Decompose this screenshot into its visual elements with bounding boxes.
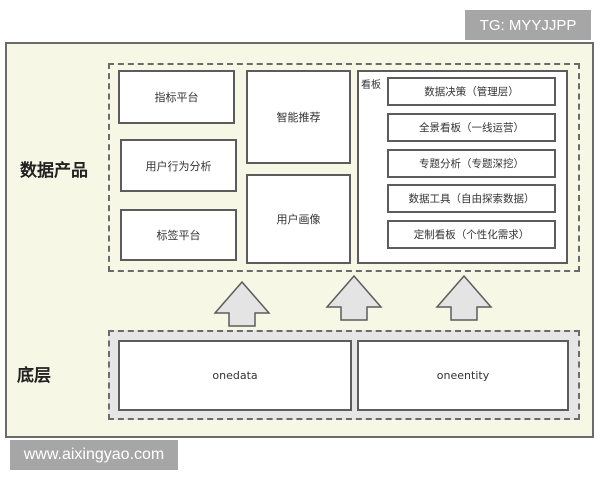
kanban-item-panorama: 全景看板（一线运营） xyxy=(387,113,556,142)
kanban-item-custom: 定制看板（个性化需求） xyxy=(387,220,556,249)
arrow-up-icon xyxy=(325,275,383,321)
product-layer-container xyxy=(108,63,580,272)
box-oneentity: oneentity xyxy=(357,340,569,411)
box-smart-recommendation: 智能推荐 xyxy=(246,70,351,164)
box-metrics-platform: 指标平台 xyxy=(118,70,235,124)
box-user-profile: 用户画像 xyxy=(246,174,351,264)
box-user-behavior-analysis: 用户行为分析 xyxy=(120,139,237,192)
kanban-item-data-tools: 数据工具（自由探索数据） xyxy=(387,184,556,213)
box-tag-platform: 标签平台 xyxy=(120,209,237,261)
kanban-item-data-decision: 数据决策（管理层） xyxy=(387,77,556,106)
layer-label-product: 数据产品 xyxy=(20,161,88,181)
watermark-site: www.aixingyao.com xyxy=(10,440,178,470)
kanban-item-topic-analysis: 专题分析（专题深挖） xyxy=(387,149,556,178)
kanban-title: 看板 xyxy=(361,80,381,91)
layer-label-base: 底层 xyxy=(17,366,51,386)
arrow-up-icon xyxy=(435,275,493,321)
arrow-up-icon xyxy=(213,281,271,327)
watermark-tg: TG: MYYJJPP xyxy=(465,10,591,40)
box-onedata: onedata xyxy=(118,340,352,411)
